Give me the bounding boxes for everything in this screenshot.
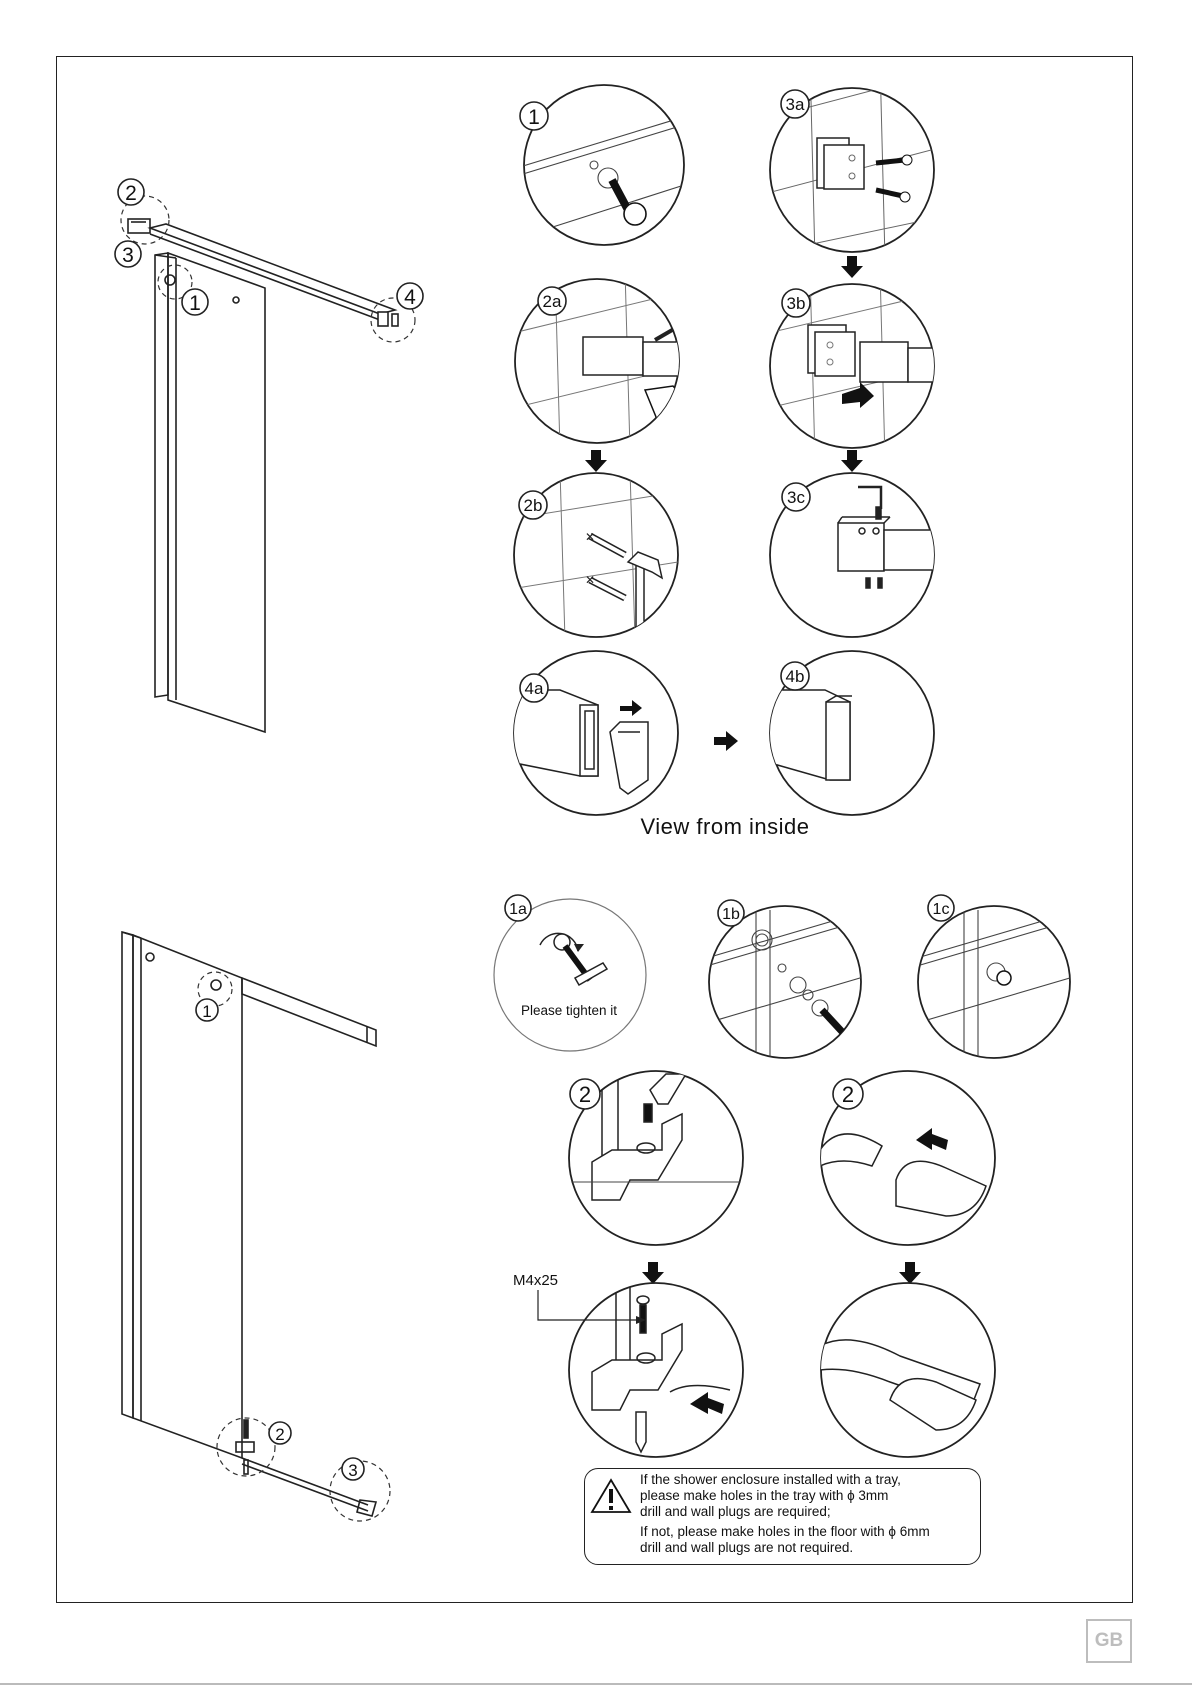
- warning-line-1: If the shower enclosure installed with a…: [640, 1472, 901, 1487]
- step-4a-detail: [513, 650, 679, 816]
- step-2-bracket-detail: [568, 1070, 744, 1246]
- arrow-2a-2b-icon: [585, 450, 607, 472]
- step-2b-detail: ✕ ✕: [513, 472, 679, 638]
- step-4a-tag: 4a: [525, 679, 544, 698]
- overview-panel-top: [127, 218, 399, 734]
- step-2-left-tag: 2: [579, 1082, 591, 1107]
- tighten-caption: Please tighten it: [520, 1003, 618, 1018]
- step-2-screw-detail: [537, 1282, 744, 1458]
- callout-3-label: 3: [122, 244, 134, 267]
- callout-b3-label: 3: [348, 1461, 357, 1480]
- step-1b-detail: [708, 905, 862, 1059]
- arrow-push-icon: [842, 382, 874, 408]
- step-4b-detail: [769, 650, 935, 816]
- overview-panel-bottom: [121, 930, 378, 1517]
- step-3b-tag: 3b: [787, 294, 806, 313]
- step-2-rail-detail: [820, 1070, 996, 1246]
- step-tags-top: [518, 89, 811, 703]
- step-tags-bottom: [504, 894, 955, 1110]
- overview-callouts-bottom: [195, 998, 365, 1481]
- detail-markers-bottom: [197, 971, 391, 1522]
- arrow-slide-icon: [916, 1128, 948, 1150]
- arrow-insert-icon: [690, 1392, 724, 1414]
- step-2-right-tag: 2: [842, 1082, 854, 1107]
- step-3c-tag: 3c: [787, 488, 805, 507]
- step-3a-tag: 3a: [786, 95, 805, 114]
- step-3a-detail: [769, 87, 935, 253]
- arrow-3a-3b-icon: [841, 256, 863, 278]
- bottom-rule: [0, 1683, 1192, 1685]
- arrow-4a-4b-icon: [714, 731, 738, 751]
- warning-box: [584, 1468, 981, 1565]
- callout-b2-label: 2: [275, 1425, 284, 1444]
- step-1-detail: [523, 84, 685, 246]
- language-badge: GB: [1086, 1619, 1132, 1663]
- arrow-3b-3c-icon: [841, 450, 863, 472]
- view-caption: View from inside: [640, 814, 810, 839]
- warning-line-2: please make holes in the tray with ϕ 3mm: [640, 1488, 889, 1503]
- warning-icon: [590, 1478, 632, 1513]
- callout-1b-label: 1: [189, 292, 201, 315]
- callout-b1-label: 1: [202, 1002, 211, 1021]
- step-2a-detail: [514, 278, 680, 444]
- step-3b-detail: [769, 283, 935, 449]
- step-4b-tag: 4b: [786, 667, 805, 686]
- svg-text:✕: ✕: [585, 573, 595, 587]
- arrow-b2l-icon: [642, 1262, 664, 1284]
- step-1a-detail: [493, 898, 647, 1052]
- step-1c-detail: [917, 905, 1071, 1059]
- step-1a-tag: 1a: [509, 901, 527, 918]
- warning-text: If the shower enclosure installed with a…: [640, 1472, 980, 1560]
- detail-markers-top: [120, 195, 416, 343]
- callout-4-label: 4: [404, 286, 416, 309]
- step-1b-tag: 1b: [722, 906, 740, 923]
- step-2-rail-fitted-detail: [820, 1282, 996, 1458]
- warning-line-3: drill and wall plugs are required;: [640, 1504, 831, 1519]
- step-1c-tag: 1c: [933, 901, 950, 918]
- arrow-b2r-icon: [899, 1262, 921, 1284]
- arrow-cap-icon: [620, 700, 642, 716]
- page-frame: [56, 56, 1133, 1603]
- callout-1-label: 2: [125, 182, 137, 205]
- overview-callouts-top: [114, 178, 424, 316]
- screw-size-label: M4x25: [513, 1272, 558, 1289]
- step-2a-tag: 2a: [543, 292, 562, 311]
- warning-line-5: drill and wall plugs are not required.: [640, 1540, 854, 1555]
- step-2b-tag: 2b: [524, 496, 543, 515]
- step-3c-detail: [769, 472, 935, 638]
- step-1-tag: 1: [528, 106, 540, 129]
- svg-text:✕: ✕: [585, 530, 595, 544]
- warning-line-4: If not, please make holes in the floor w…: [640, 1524, 930, 1539]
